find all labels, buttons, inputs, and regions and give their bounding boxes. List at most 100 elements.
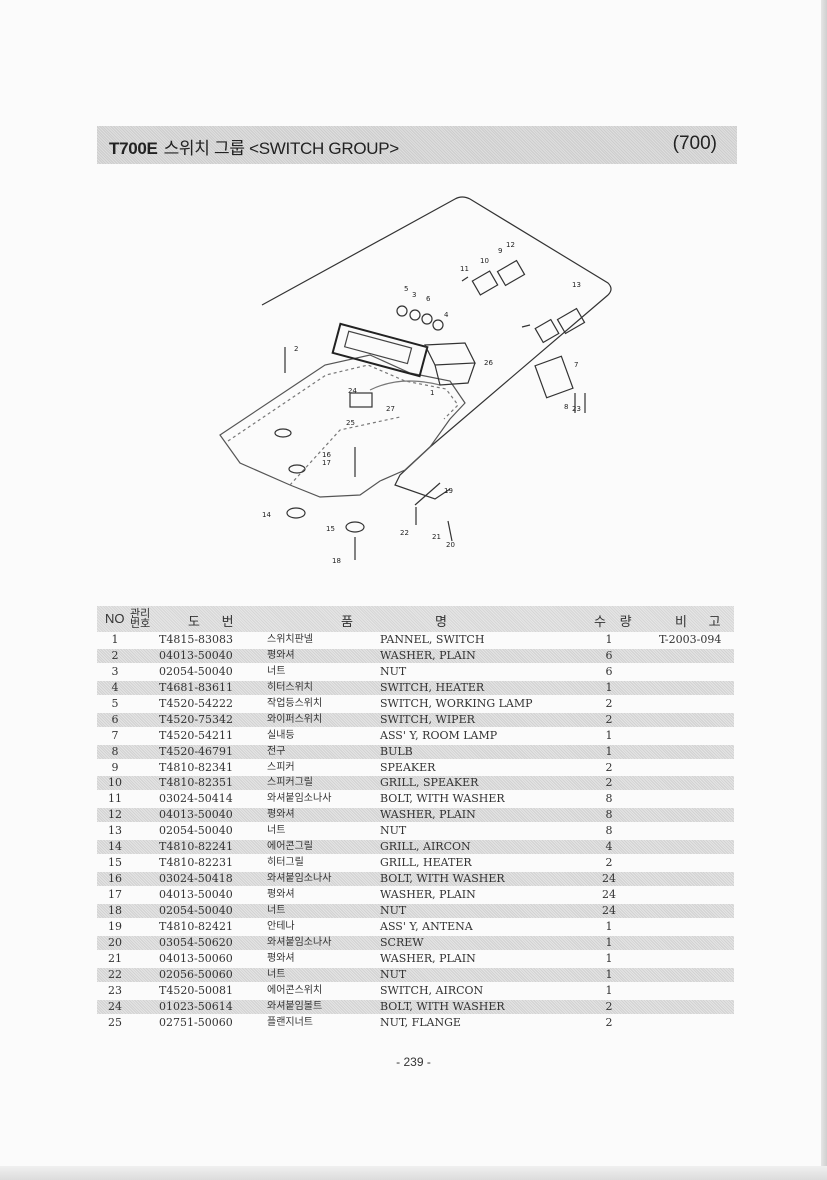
korean-name-cell: 실내등 (267, 729, 295, 741)
korean-name-cell: 와셔붙임소나사 (267, 936, 332, 948)
english-name-cell: GRILL, AIRCON (380, 840, 471, 854)
korean-name-cell: 와이퍼스위치 (267, 713, 323, 725)
quantity-cell: 8 (605, 792, 613, 806)
korean-name-cell: 너트 (267, 968, 286, 980)
korean-name-cell: 스피커 (267, 761, 295, 773)
row-number-cell: 17 (108, 888, 122, 901)
header-mgmt-bottom: 번호 (130, 618, 151, 630)
callout-12: 12 (506, 241, 515, 249)
callout-23: 23 (572, 405, 581, 413)
row-number-cell: 24 (108, 999, 122, 1013)
callout-16: 16 (322, 451, 331, 459)
callout-2: 2 (294, 345, 298, 353)
quantity-cell: 8 (605, 824, 613, 838)
drawing-number-cell: 02056-50060 (159, 967, 233, 981)
group-title: 스위치 그룹 <SWITCH GROUP> (163, 139, 400, 158)
drawing-number-cell: 04013-50040 (159, 808, 233, 822)
callout-3: 3 (412, 291, 416, 299)
english-name-cell: BULB (380, 744, 413, 758)
row-number-cell: 2 (111, 648, 119, 662)
english-name-cell: SWITCH, WORKING LAMP (380, 696, 533, 710)
header-remarks: 비 고 (675, 614, 721, 629)
row-number-cell: 23 (108, 983, 122, 997)
quantity-cell: 6 (605, 648, 613, 662)
callout-24: 24 (348, 387, 357, 395)
korean-name-cell: 평와셔 (267, 649, 295, 661)
drawing-number-cell: 02054-50040 (159, 664, 233, 678)
page-edge-shadow (821, 0, 827, 1180)
drawing-number-cell: T4520-54211 (159, 728, 234, 742)
row-number-cell: 3 (111, 664, 119, 678)
drawing-number-cell: T4520-46791 (159, 744, 234, 758)
korean-name-cell: 작업등스위치 (267, 697, 323, 709)
english-name-cell: WASHER, PLAIN (380, 648, 476, 662)
row-number-cell: 13 (108, 824, 122, 838)
quantity-cell: 1 (605, 728, 613, 742)
row-number-cell: 21 (108, 951, 122, 965)
quantity-cell: 1 (605, 935, 613, 949)
row-number-cell: 15 (108, 856, 122, 870)
english-name-cell: BOLT, WITH WASHER (380, 792, 505, 806)
callout-10: 10 (480, 257, 489, 265)
korean-name-cell: 와셔붙임볼트 (267, 1000, 323, 1012)
korean-name-cell: 플랜지너트 (267, 1016, 313, 1028)
drawing-number-cell: 04013-50040 (159, 888, 233, 901)
drawing-number-cell: T4810-82341 (159, 760, 234, 774)
drawing-number-cell: 03024-50414 (159, 792, 233, 806)
english-name-cell: BOLT, WITH WASHER (380, 999, 505, 1013)
english-name-cell: NUT, FLANGE (380, 1015, 461, 1029)
english-name-cell: WASHER, PLAIN (380, 808, 476, 822)
section-number: (700) (672, 133, 717, 154)
korean-name-cell: 와셔붙임소나사 (267, 873, 332, 885)
page-number: - 239 - (396, 1055, 431, 1069)
english-name-cell: WASHER, PLAIN (380, 951, 476, 965)
callout-18: 18 (332, 557, 341, 565)
drawing-number-cell: T4520-75342 (159, 712, 234, 726)
english-name-cell: ASS' Y, ANTENA (380, 919, 473, 933)
korean-name-cell: 안테나 (267, 920, 295, 932)
english-name-cell: PANNEL, SWITCH (380, 633, 485, 646)
quantity-cell: 2 (605, 999, 613, 1013)
drawing-number-cell: 03054-50620 (159, 935, 233, 949)
korean-name-cell: 와셔붙임소나사 (267, 793, 332, 805)
row-number-cell: 5 (111, 696, 119, 710)
english-name-cell: ASS' Y, ROOM LAMP (380, 728, 498, 742)
drawing-number-cell: 02054-50040 (159, 824, 233, 838)
english-name-cell: NUT (380, 903, 407, 917)
page-bottom-shadow (0, 1166, 827, 1180)
drawing-number-cell: T4520-54222 (159, 696, 234, 710)
row-number-cell: 12 (108, 808, 122, 822)
callout-25: 25 (346, 419, 355, 427)
korean-name-cell: 히터스위치 (267, 681, 313, 693)
english-name-cell: WASHER, PLAIN (380, 888, 476, 901)
english-name-cell: SPEAKER (380, 760, 436, 774)
callout-27: 27 (386, 405, 395, 413)
english-name-cell: NUT (380, 967, 407, 981)
korean-name-cell: 평와셔 (267, 889, 295, 900)
callout-7: 7 (574, 361, 578, 369)
quantity-cell: 4 (605, 840, 613, 854)
row-number-cell: 9 (111, 760, 119, 774)
drawing-number-cell: T4810-82231 (159, 856, 234, 870)
drawing-number-cell: 03024-50418 (159, 872, 233, 886)
header-name-left: 품 (341, 614, 353, 629)
callout-8: 8 (564, 403, 568, 411)
korean-name-cell: 너트 (267, 904, 286, 916)
callout-20: 20 (446, 541, 455, 549)
